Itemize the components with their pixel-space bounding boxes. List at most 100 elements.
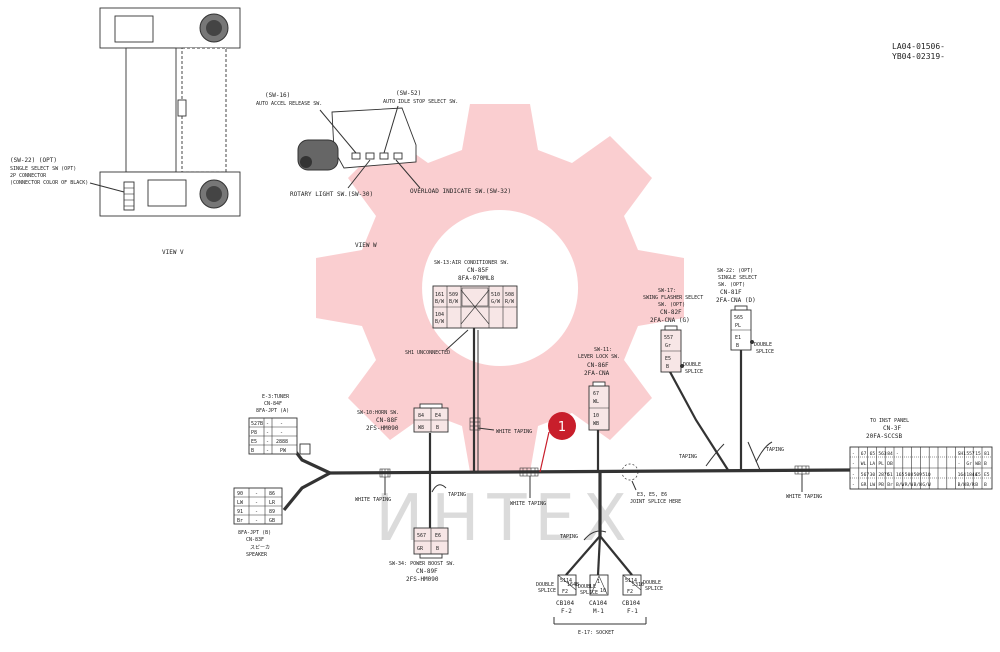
callout-marker[interactable]: 1: [539, 412, 576, 473]
inst-cell: 567: [861, 472, 870, 478]
e17-name3-b: F-1: [627, 608, 638, 615]
inst-cell: PL: [878, 461, 884, 467]
sw13-cell-510-sub: G/W: [491, 299, 501, 305]
sw17-label-1: SW-17:: [658, 288, 676, 294]
sw22b-cell-0: 565: [734, 315, 743, 321]
sw34-cell-0: 567: [417, 533, 426, 539]
e17-cb1-2: F2: [562, 589, 568, 595]
inst-cell: LW: [870, 482, 876, 488]
white-taping-left: WHITE TAPING: [355, 497, 391, 503]
sw34-label-1: SW-34: POWER BOOST SW.: [389, 561, 455, 567]
e17-splice2-b: SPLICE: [580, 590, 598, 596]
spk-r1c0: LW: [237, 500, 244, 506]
doc-code-2: YB04-02319-: [892, 52, 945, 61]
sw11-label-4: 2FA-CNA: [584, 370, 610, 377]
sw34-cell-3: B: [436, 546, 439, 552]
spk-label-4: SPEAKER: [246, 552, 268, 558]
sw34-label-2: CN-89F: [416, 568, 438, 575]
sw13-cell-104: 104: [435, 312, 444, 318]
inst-cell: -: [852, 452, 855, 457]
sw10-cell-2: W8: [418, 425, 424, 431]
e17-cb3-1: 5316: [632, 582, 644, 588]
inst-cell: GR: [861, 482, 867, 488]
sw10-label-2: CN-88F: [376, 417, 398, 424]
view-w-title: VIEW W: [355, 242, 377, 249]
inst-label-2: CN-3F: [883, 425, 901, 432]
e3-r3c0: B: [251, 448, 254, 454]
e3-r0c2: -: [280, 421, 283, 427]
e3-r3c2: PW: [280, 448, 287, 454]
spk-r2c2: 89: [269, 509, 275, 515]
inst-cell: B/W: [914, 482, 923, 488]
sw22b-cell-2: E1: [735, 335, 741, 341]
spk-r0c1: -: [255, 491, 258, 497]
inst-cell: 51: [887, 472, 893, 478]
e17-title: E-17: SOCKET: [578, 630, 614, 636]
inst-cell: 65: [870, 451, 876, 457]
sw13-cell-104-sub: B/W: [435, 319, 445, 325]
view-v-drawing: [99, 7, 241, 217]
spk-r3c0: Br: [237, 518, 243, 524]
sw34-connector: [413, 527, 449, 559]
inst-panel-connector: [849, 446, 993, 490]
inst-cell: -: [958, 462, 961, 467]
sw11-cell-1: WL: [593, 399, 599, 405]
sw16-label-2: AUTO ACCEL RELEASE SW.: [256, 101, 322, 107]
spk-r1c1: -: [255, 500, 258, 506]
view-v-title: VIEW V: [162, 249, 184, 256]
sw22-label-3: 2P CONNECTOR: [10, 173, 47, 179]
sw13-cell-510: 510: [491, 292, 500, 298]
callout-number: 1: [558, 420, 566, 435]
sw10-cell-3: B: [436, 425, 439, 431]
e17-name2-b: M-1: [593, 608, 604, 615]
e17-cb2-0: 1: [597, 579, 600, 585]
sw13-cell-509: 509: [449, 292, 458, 298]
harness-wires: [282, 326, 851, 576]
inst-cell: 67: [861, 451, 867, 457]
view-w-drawing: [297, 105, 421, 189]
sw22b-label-1: SW-22: (OPT): [717, 268, 753, 274]
spk-r0c2: 86: [269, 491, 275, 497]
sw11-label-1: SW-11:: [594, 347, 612, 353]
taping-label-right: TAPING: [766, 447, 784, 453]
sw11-connector: [588, 381, 610, 431]
sw13-cell-161-sub: B/W: [435, 299, 445, 305]
sw10-label-3: 2FS-HM090: [366, 425, 399, 432]
sw52-label-2: AUTO IDLE STOP SELECT SW.: [383, 99, 458, 105]
white-taping-right: WHITE TAPING: [786, 494, 822, 500]
sw13-cell-509-sub: B/W: [449, 299, 459, 305]
white-taping-mid: WHITE TAPING: [510, 501, 546, 507]
sw17-connector: [660, 325, 684, 373]
e17-cb3-0: 5114: [625, 578, 637, 584]
e17-connectors: [553, 574, 647, 625]
sw13-connector: [432, 285, 518, 329]
inst-cell: 508: [905, 472, 914, 478]
inst-cell: 2876: [878, 472, 889, 478]
inst-cell: DB: [887, 461, 893, 467]
inst-cell: 1844: [966, 472, 977, 478]
inst-cell: 30: [870, 472, 876, 478]
sw11-cell-2: 10: [593, 413, 599, 419]
speaker-connector: [233, 487, 283, 525]
sw11-label-2: LEVER LOCK SW.: [578, 354, 620, 360]
taping-label-mid: TAPING: [679, 454, 697, 460]
doc-code-1: LA04-01506-: [892, 42, 945, 51]
sw10-cell-0: 84: [418, 413, 424, 419]
sw11-cell-3: WB: [593, 421, 599, 427]
spk-r1c2: LR: [269, 500, 276, 506]
inst-cell: -: [852, 462, 855, 467]
inst-cell: E5: [975, 472, 981, 478]
sw11-cell-0: 67: [593, 391, 599, 397]
spk-label-2: CN-83F: [246, 537, 264, 543]
sw13-cell-508: 508: [505, 292, 514, 298]
sw30-label: ROTARY LIGHT SW.(SW-30): [290, 191, 373, 198]
sw17-splice-1: DOUBLE: [683, 362, 701, 368]
e17-splice2-a: DOUBLE: [578, 584, 596, 590]
inst-cell: 510: [922, 472, 931, 478]
inst-label-1: TO INST PANEL: [870, 418, 909, 424]
inst-cell: B: [975, 482, 978, 488]
sw34-cell-2: GR: [417, 546, 424, 552]
inst-cell: R/W: [905, 482, 914, 488]
